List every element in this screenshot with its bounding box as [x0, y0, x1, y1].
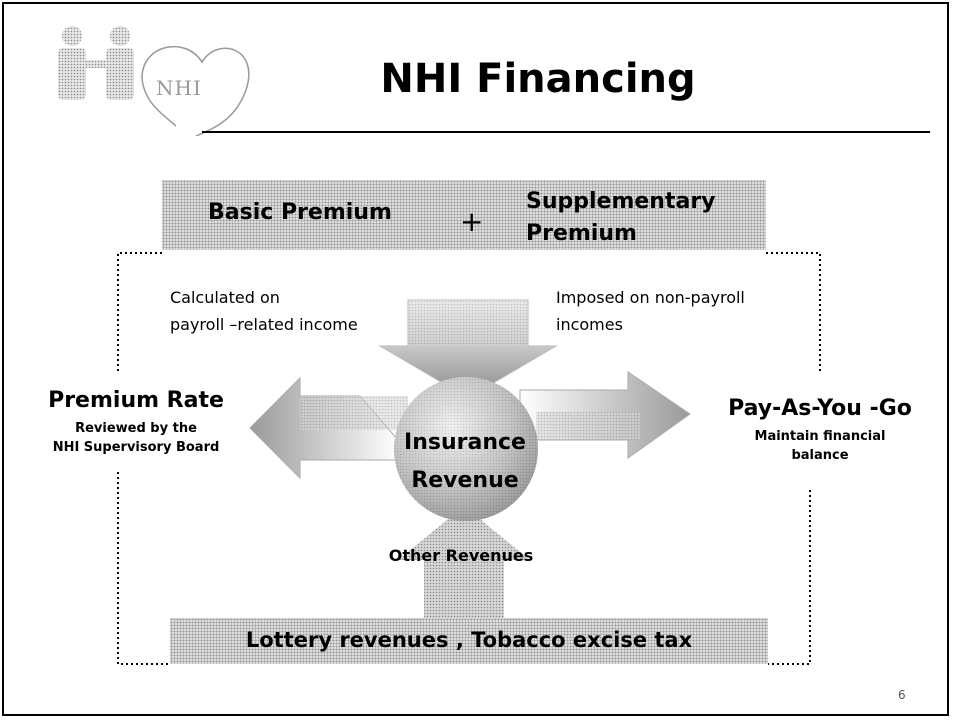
- imposed-note: Imposed on non-payroll incomes: [556, 284, 745, 338]
- calculated-line-1: Calculated on: [170, 288, 280, 307]
- premium-band: [162, 180, 766, 250]
- insurance-revenue-sphere: [394, 377, 538, 521]
- arrow-left: [249, 376, 408, 480]
- premium-rate-line-1: Reviewed by the: [75, 421, 197, 436]
- pay-as-you-go-block: Pay-As-You -Go Maintain financial balanc…: [700, 396, 940, 465]
- title-underline: [202, 131, 930, 133]
- nhi-logo: [58, 26, 250, 136]
- insurance-revenue-line-2: Revenue: [411, 468, 519, 493]
- page-number: 6: [898, 688, 906, 702]
- connector-frame: [117, 252, 821, 665]
- insurance-revenue-label: Insurance Revenue: [390, 424, 540, 500]
- arrow-down: [378, 299, 558, 399]
- insurance-revenue-line-1: Insurance: [404, 430, 526, 455]
- plus-sign: +: [460, 205, 484, 238]
- premium-rate-block: Premium Rate Reviewed by the NHI Supervi…: [12, 388, 260, 457]
- pay-as-you-go-title: Pay-As-You -Go: [728, 396, 912, 421]
- page-title: NHI Financing: [380, 56, 696, 102]
- other-revenue-band: [170, 618, 768, 664]
- imposed-line-1: Imposed on non-payroll: [556, 288, 745, 307]
- calculated-note: Calculated on payroll –related income: [170, 284, 358, 338]
- imposed-line-2: incomes: [556, 315, 623, 334]
- other-revenues-label: Other Revenues: [388, 546, 534, 565]
- supplementary-premium-label: Supplementary Premium: [526, 186, 716, 250]
- premium-rate-line-2: NHI Supervisory Board: [52, 440, 220, 455]
- lottery-tobacco-label: Lottery revenues , Tobacco excise tax: [245, 628, 693, 652]
- arrow-up: [398, 506, 530, 618]
- premium-rate-title: Premium Rate: [48, 388, 224, 413]
- arrow-right: [519, 371, 691, 459]
- supplementary-line-2: Premium: [526, 221, 637, 246]
- supplementary-line-1: Supplementary: [526, 189, 716, 214]
- pay-as-you-go-line-1: Maintain financial: [754, 429, 886, 444]
- basic-premium-label: Basic Premium: [208, 200, 392, 225]
- pay-as-you-go-line-2: balance: [791, 448, 849, 463]
- calculated-line-2: payroll –related income: [170, 315, 358, 334]
- logo-text: NHI: [156, 76, 202, 100]
